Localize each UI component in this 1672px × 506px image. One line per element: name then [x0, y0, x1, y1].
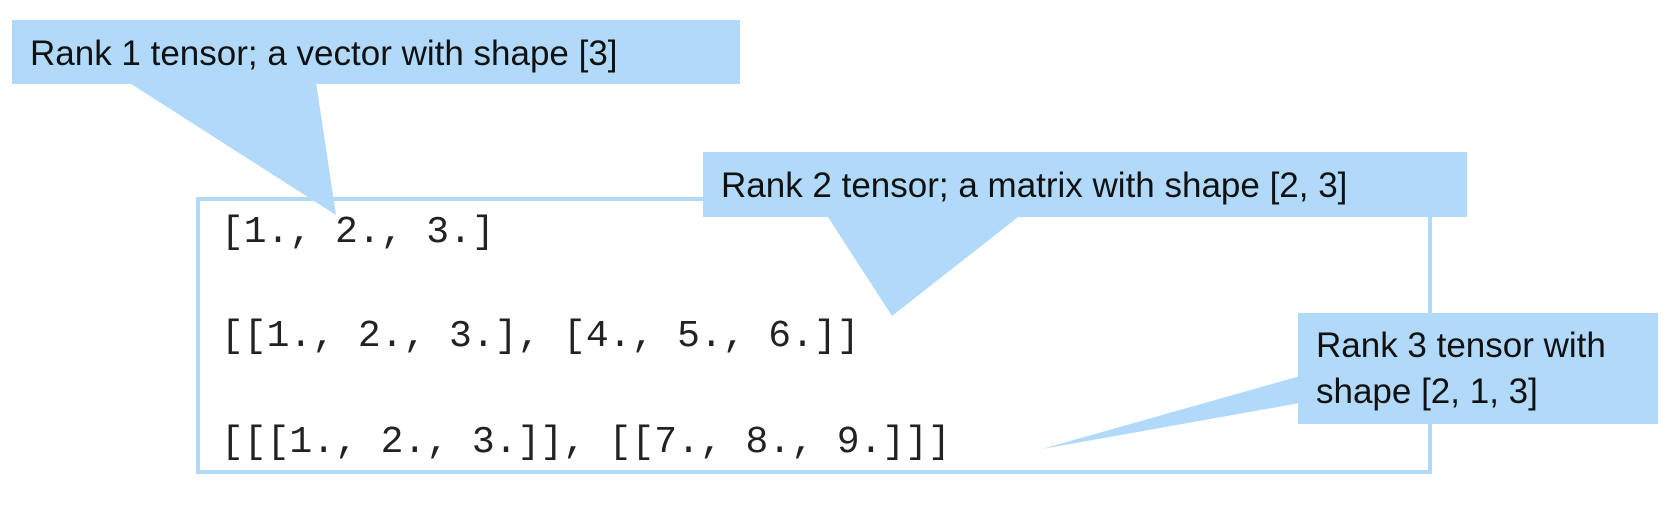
rank3-callout: Rank 3 tensor with shape [2, 1, 3]: [1298, 313, 1658, 424]
rank1-callout-text: Rank 1 tensor; a vector with shape [3]: [30, 34, 618, 73]
rank3-callout-text-line2: shape [2, 1, 3]: [1316, 372, 1538, 411]
rank1-callout-pointer: [128, 82, 336, 215]
rank1-callout: Rank 1 tensor; a vector with shape [3]: [12, 20, 740, 84]
rank2-callout-pointer: [826, 214, 1022, 316]
rank2-callout: Rank 2 tensor; a matrix with shape [2, 3…: [703, 152, 1467, 217]
rank1-tensor-code: [1., 2., 3.]: [221, 211, 495, 254]
rank2-tensor-code: [[1., 2., 3.], [4., 5., 6.]]: [221, 315, 860, 358]
rank3-callout-pointer: [1042, 376, 1300, 449]
rank3-callout-text-line1: Rank 3 tensor with: [1316, 326, 1606, 365]
rank3-tensor-code: [[[1., 2., 3.]], [[7., 8., 9.]]]: [221, 421, 951, 464]
rank2-callout-text: Rank 2 tensor; a matrix with shape [2, 3…: [721, 166, 1348, 205]
